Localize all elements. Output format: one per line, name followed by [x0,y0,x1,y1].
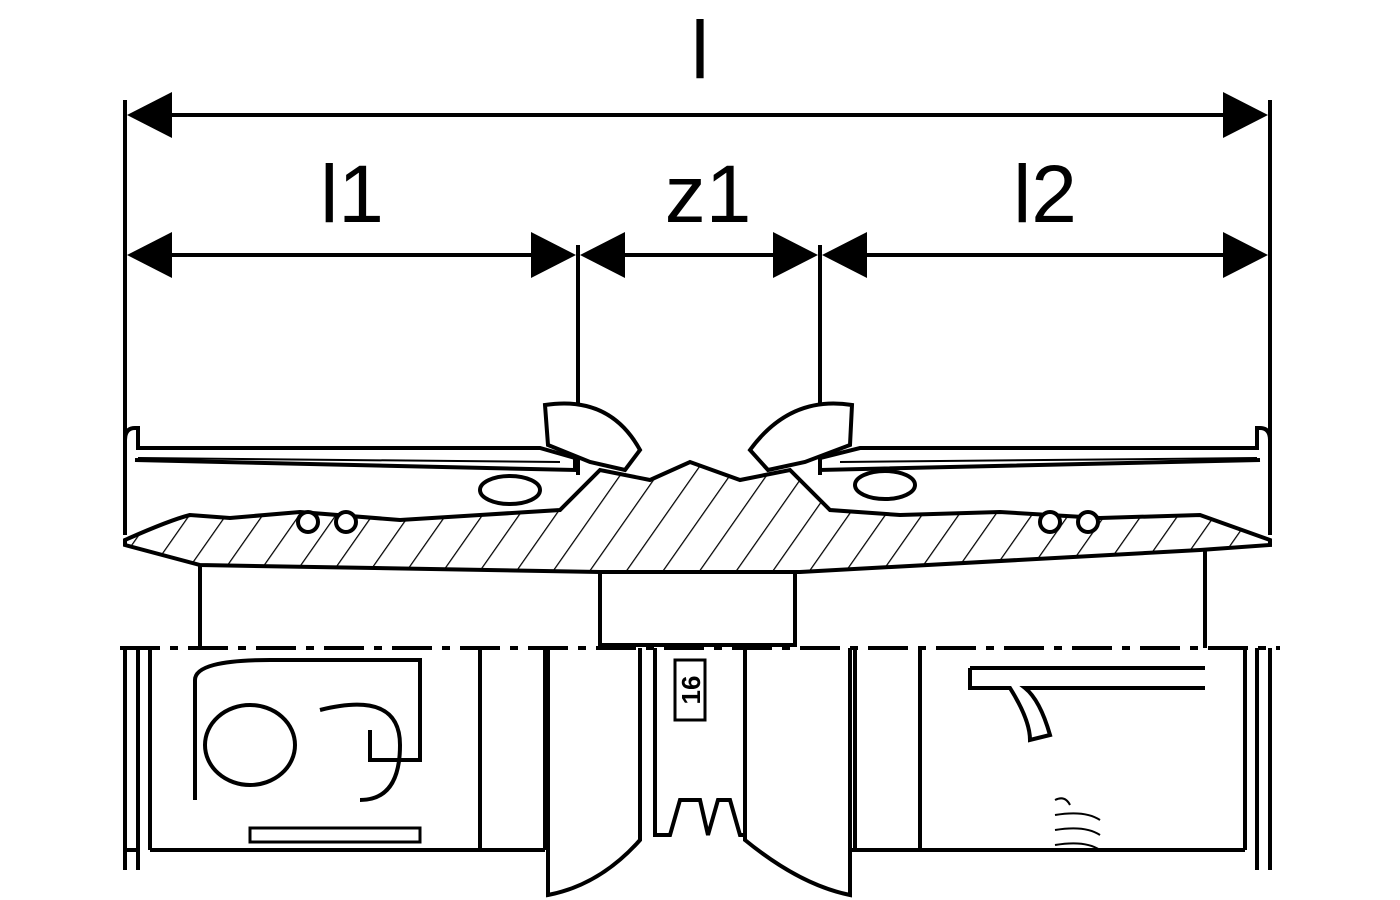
o-ring-icon [296,510,320,534]
manufacturer-logo-icon [193,658,422,802]
dimension-z1: z1 [580,149,818,278]
dimension-label-l: l [691,5,709,96]
arrowhead-icon [127,232,172,278]
dimension-label-z1: z1 [665,149,752,240]
dimension-l1: l1 [127,149,576,278]
arrowhead-icon [1223,232,1268,278]
o-ring-icon [1076,510,1100,534]
o-ring-icon [1038,510,1062,534]
dimension-l: l [127,5,1268,138]
exterior-view: 16 [123,550,1272,898]
dimension-label-l2: l2 [1013,149,1077,240]
arrowhead-icon [580,232,625,278]
dimension-label-l1: l1 [320,149,384,240]
arrowhead-icon [773,232,818,278]
inspection-window-icon [853,469,917,501]
arrowhead-icon [127,92,172,138]
arrowhead-icon [1223,92,1268,138]
section-view [123,401,1272,574]
o-ring-icon [334,510,358,534]
inspection-window-icon [478,474,542,506]
arrowhead-icon [822,232,867,278]
arrowhead-icon [531,232,576,278]
part-marking: 16 [676,676,706,705]
dimension-l2: l2 [822,149,1268,278]
